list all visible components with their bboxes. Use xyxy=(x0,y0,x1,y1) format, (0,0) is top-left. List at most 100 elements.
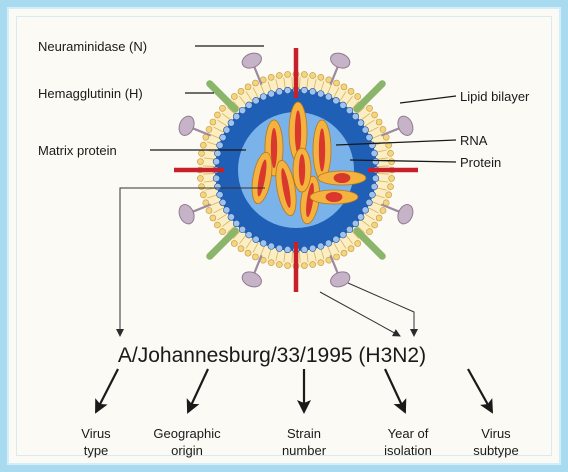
neuraminidase-head xyxy=(328,269,352,289)
virus-particle xyxy=(174,48,418,292)
rna-segment-core xyxy=(299,154,305,186)
lipid-bilayer-callout-line xyxy=(400,96,456,103)
geographic-origin-label-2: origin xyxy=(171,443,203,458)
matrix-bead xyxy=(340,102,347,109)
matrix-bead xyxy=(352,220,359,227)
rna-segment xyxy=(310,190,358,204)
lipid-head xyxy=(376,215,382,221)
lipid-head xyxy=(200,192,206,198)
matrix-bead xyxy=(301,246,308,253)
lipid-head xyxy=(268,260,274,266)
neuraminidase-head xyxy=(395,202,415,226)
matrix-bead xyxy=(239,107,246,114)
lipid-head xyxy=(276,72,282,78)
matrix-bead xyxy=(276,245,283,252)
matrix-bead xyxy=(372,158,379,165)
neuraminidase-head xyxy=(240,50,264,70)
lipid-head xyxy=(389,175,395,181)
lipid-head xyxy=(214,112,220,118)
lipid-head xyxy=(372,112,378,118)
virus-subtype-arrow xyxy=(468,369,492,412)
lipid-head xyxy=(388,150,394,156)
matrix-bead xyxy=(371,150,378,157)
lipid-bilayer-label: Lipid bilayer xyxy=(460,89,530,104)
lipid-head xyxy=(389,159,395,165)
rna-segment-core xyxy=(295,110,301,153)
strain-number-label-1: Strain xyxy=(287,426,321,441)
lipid-head xyxy=(252,80,258,86)
hemagglutinin-label: Hemagglutinin (H) xyxy=(38,86,143,101)
matrix-bead xyxy=(333,236,340,243)
virus-type-label-1: Virus xyxy=(81,426,111,441)
matrix-bead xyxy=(284,87,291,94)
lipid-head xyxy=(198,184,204,190)
lipid-head xyxy=(341,250,347,256)
matrix-bead xyxy=(340,231,347,238)
lipid-head xyxy=(348,88,354,94)
matrix-bead xyxy=(362,207,369,214)
lipid-head xyxy=(238,246,244,252)
lipid-head xyxy=(198,150,204,156)
matrix-bead xyxy=(284,246,291,253)
matrix-bead xyxy=(214,150,221,157)
lipid-head xyxy=(206,208,212,214)
lipid-head xyxy=(334,80,340,86)
virus-subtype-label-2: subtype xyxy=(473,443,519,458)
matrix-bead xyxy=(317,243,324,250)
geographic-origin-arrow xyxy=(188,369,208,412)
matrix-bead xyxy=(220,199,227,206)
matrix-bead xyxy=(217,191,224,198)
matrix-bead xyxy=(214,183,221,190)
matrix-bead xyxy=(253,236,260,243)
lipid-head xyxy=(276,262,282,268)
matrix-bead xyxy=(352,113,359,120)
matrix-bead xyxy=(233,220,240,227)
lipid-head xyxy=(268,74,274,80)
lipid-head xyxy=(310,72,316,78)
lipid-head xyxy=(380,126,386,132)
lipid-head xyxy=(245,84,251,90)
matrix-bead xyxy=(309,88,316,95)
neuraminidase-head xyxy=(176,202,196,226)
lipid-head xyxy=(231,241,237,247)
lipid-head xyxy=(355,241,361,247)
lipid-head xyxy=(367,105,373,111)
matrix-bead xyxy=(220,134,227,141)
lipid-head xyxy=(238,88,244,94)
matrix-bead xyxy=(260,94,267,101)
matrix-bead xyxy=(309,245,316,252)
lipid-head xyxy=(210,119,216,125)
matrix-bead xyxy=(301,87,308,94)
neuraminidase-head xyxy=(240,269,264,289)
lipid-head xyxy=(380,208,386,214)
matrix-bead xyxy=(357,120,364,127)
matrix-bead xyxy=(213,175,220,182)
matrix-bead xyxy=(217,142,224,149)
matrix-bead xyxy=(317,91,324,98)
rna-segment-core xyxy=(334,173,351,183)
lipid-head xyxy=(334,254,340,260)
neuraminidase-head xyxy=(328,50,352,70)
matrix-bead xyxy=(223,207,230,214)
neuraminidase-head xyxy=(176,114,196,138)
lipid-head xyxy=(245,250,251,256)
virus-type-arrow xyxy=(96,369,118,412)
lipid-head xyxy=(355,93,361,99)
year-of-isolation-arrow xyxy=(385,369,405,412)
lipid-head xyxy=(388,184,394,190)
lipid-head xyxy=(341,84,347,90)
matrix-bead xyxy=(346,226,353,233)
matrix-bead xyxy=(268,243,275,250)
matrix-bead xyxy=(371,183,378,190)
lipid-head xyxy=(197,175,203,181)
lipid-head xyxy=(252,254,258,260)
lipid-head xyxy=(231,93,237,99)
rna-segment xyxy=(293,148,311,192)
lipid-head xyxy=(285,263,291,269)
h-subtype-pointer-line xyxy=(320,292,400,336)
matrix-bead xyxy=(228,214,235,221)
matrix-bead xyxy=(366,134,373,141)
matrix-bead xyxy=(233,113,240,120)
lipid-head xyxy=(219,229,225,235)
rna-label: RNA xyxy=(460,133,488,148)
